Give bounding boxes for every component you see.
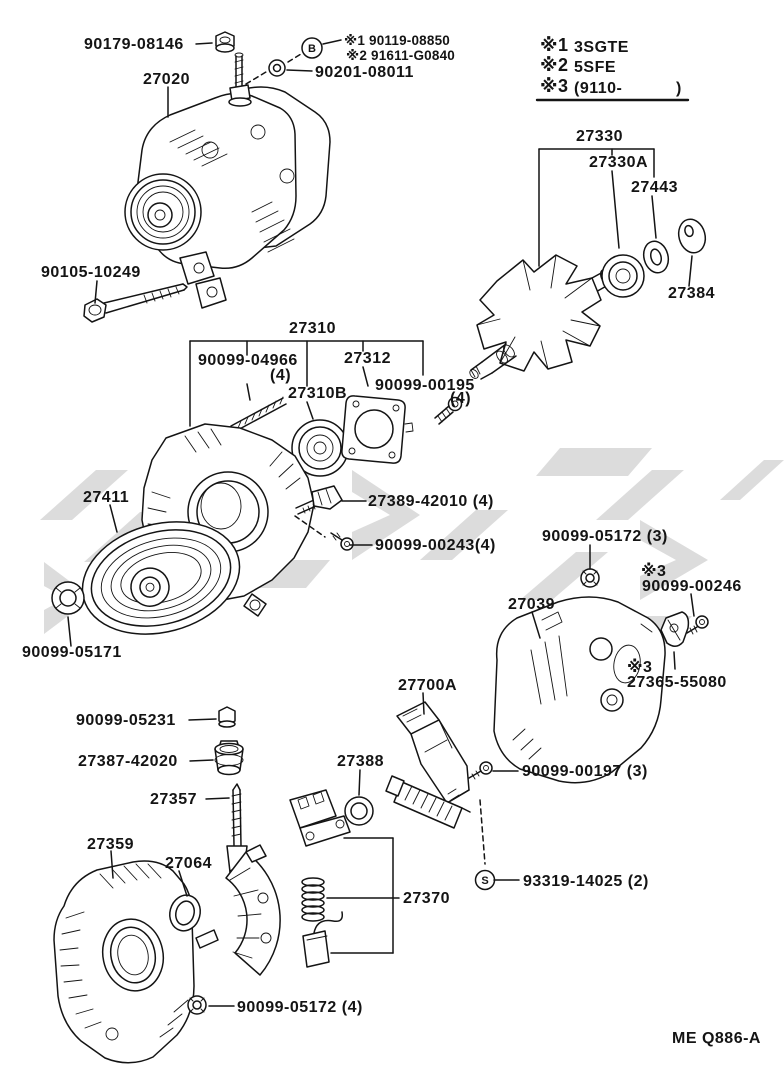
label-27357: 27357 xyxy=(150,791,197,808)
label-27020: 27020 xyxy=(143,71,190,88)
rotor-27330 xyxy=(469,254,614,380)
label-27388: 27388 xyxy=(337,753,384,770)
rear-cover-27039 xyxy=(493,596,666,784)
legend-marker-3: ※3 xyxy=(540,76,569,96)
legend-marker-1: ※1 xyxy=(540,35,569,55)
nut-90099-05172-3 xyxy=(580,568,600,588)
nut-90099-05231 xyxy=(218,706,236,728)
legend-value-3: (9110- xyxy=(574,80,622,97)
label-mark3-b: ※3 xyxy=(627,658,652,676)
washer-27384 xyxy=(677,218,707,254)
regulator-27700a xyxy=(396,701,470,804)
b-marker-letter: B xyxy=(308,43,316,55)
bolt-90099-00243 xyxy=(330,532,354,551)
brush-27370 xyxy=(302,911,344,968)
label-27330a: 27330A xyxy=(589,154,648,171)
label-27389-42010: 27389-42010 (4) xyxy=(368,493,494,510)
label-27310: 27310 xyxy=(289,320,336,337)
marker-b-symbol: B xyxy=(301,37,323,59)
leader-lines xyxy=(67,39,695,1007)
label-mark1-90119-08850: ※1 90119-08850 xyxy=(344,33,450,48)
bearing-27330a xyxy=(601,254,645,298)
insulator-27389 xyxy=(311,485,343,510)
label-27411: 27411 xyxy=(83,489,129,506)
legend-marker-2: ※2 xyxy=(540,55,569,75)
label-27330: 27330 xyxy=(576,128,623,145)
alternator-assembly-27020 xyxy=(124,86,331,309)
bolt-90105-10249 xyxy=(83,283,188,323)
label-27310b: 27310B xyxy=(288,385,347,402)
label-mark2-91611-g0840: ※2 91611-G0840 xyxy=(346,48,455,63)
label-27370: 27370 xyxy=(403,890,450,907)
dashed-lines xyxy=(245,53,486,865)
label-27443: 27443 xyxy=(631,179,678,196)
legend-value-1: 3SGTE xyxy=(574,39,629,56)
part-labels: 90179-08146 27020 ※1 90119-08850 ※2 9161… xyxy=(22,33,761,1047)
label-90099-05172-3: 90099-05172 (3) xyxy=(542,528,668,545)
bearing-27310b xyxy=(291,419,349,477)
bolt-90099-00246 xyxy=(686,615,709,635)
label-90099-04966-qty: (4) xyxy=(270,367,291,384)
label-90099-00243: 90099-00243(4) xyxy=(375,537,496,554)
label-27359: 27359 xyxy=(87,836,134,853)
o-ring-27064 xyxy=(169,894,201,932)
figure-code: ME Q886-A xyxy=(672,1030,761,1047)
condenser-27365 xyxy=(660,611,690,647)
label-27365-55080: 27365-55080 xyxy=(627,674,727,691)
label-90201-08011: 90201-08011 xyxy=(315,64,414,81)
label-90099-00197: 90099-00197 (3) xyxy=(522,763,648,780)
nut-90099-05172-4 xyxy=(187,995,207,1015)
label-27387-42020: 27387-42020 xyxy=(78,753,178,770)
label-90105-10249: 90105-10249 xyxy=(41,264,141,281)
holder-arc xyxy=(225,844,281,976)
label-90099-04966: 90099-04966 xyxy=(198,352,298,369)
label-27384: 27384 xyxy=(668,285,715,302)
bolt-90099-00195 xyxy=(434,396,463,425)
terminal-stud xyxy=(228,52,252,107)
s-marker-letter: S xyxy=(481,875,488,887)
legend-value-2: 5SFE xyxy=(574,59,616,76)
bolt-90099-00197 xyxy=(468,761,493,780)
cover-27387 xyxy=(214,740,244,776)
label-90099-00195: 90099-00195 xyxy=(375,377,475,394)
stud-90099-04966 xyxy=(230,396,287,433)
washer-27443 xyxy=(642,240,670,274)
marker-s-symbol: S xyxy=(474,869,496,891)
label-90099-05231: 90099-05231 xyxy=(76,712,176,729)
label-90179-08146: 90179-08146 xyxy=(84,36,184,53)
retainer-27312 xyxy=(341,395,414,464)
nut-90099-05171 xyxy=(51,581,85,615)
spring-27370 xyxy=(301,877,325,922)
o-ring-27388 xyxy=(344,796,374,826)
nut-90179-08146 xyxy=(215,31,235,53)
label-27312: 27312 xyxy=(344,350,391,367)
rear-frame-27359 xyxy=(53,860,219,1064)
washer-90201-08011 xyxy=(268,59,286,77)
rectifier-assembly xyxy=(385,775,471,829)
label-90099-00195-qty: (4) xyxy=(450,390,471,407)
pulley-27411 xyxy=(81,521,241,635)
label-90099-00246: 90099-00246 xyxy=(642,578,742,595)
label-27039: 27039 xyxy=(508,596,555,613)
label-93319-14025: 93319-14025 (2) xyxy=(523,873,649,890)
label-90099-05171: 90099-05171 xyxy=(22,644,122,661)
legend-close-paren: ) xyxy=(676,80,682,97)
label-27700a: 27700A xyxy=(398,677,457,694)
label-90099-05172-4: 90099-05172 (4) xyxy=(237,999,363,1016)
brush-holder-27370 xyxy=(289,789,351,847)
label-mark3-a: ※3 xyxy=(641,562,666,580)
label-27064: 27064 xyxy=(165,855,212,872)
